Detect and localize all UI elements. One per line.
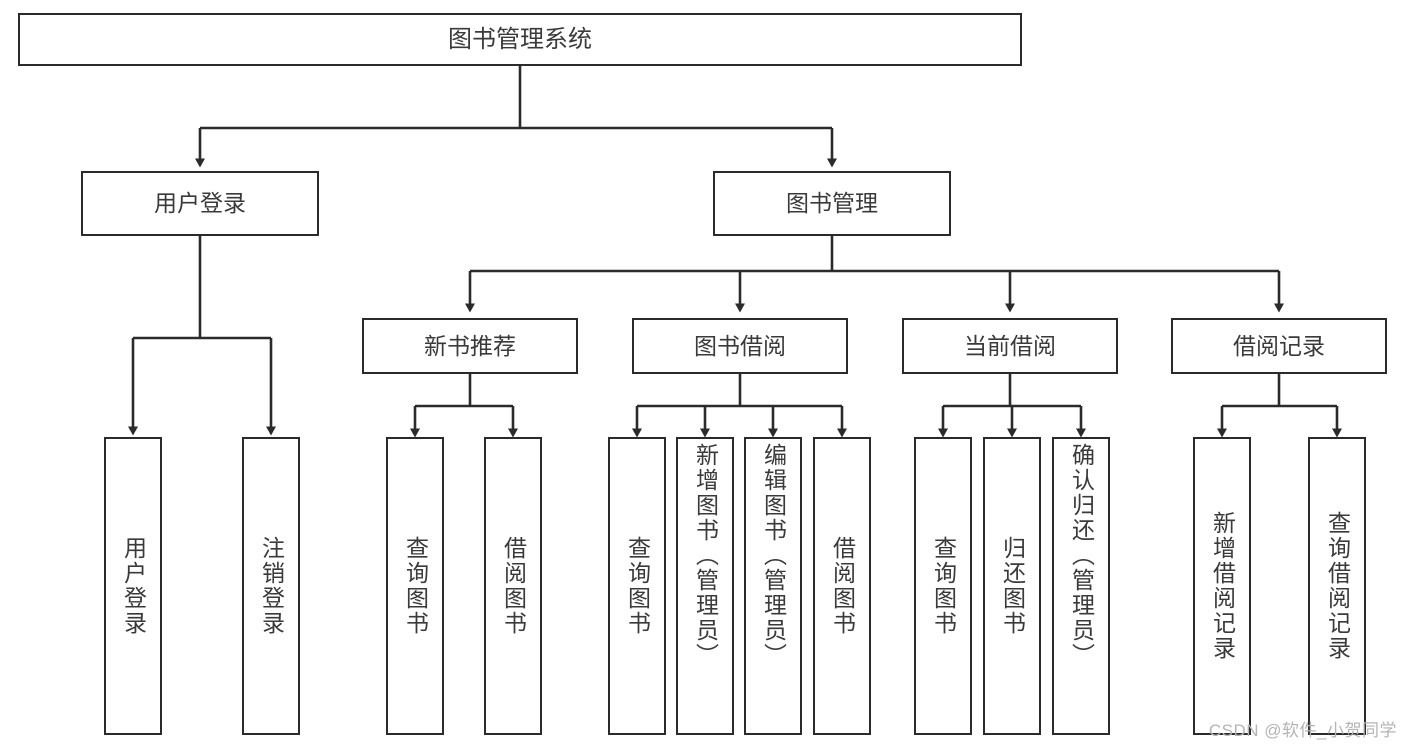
- node-label: 归还图书: [999, 536, 1026, 636]
- node-label: 新增借阅记录: [1209, 511, 1236, 661]
- node-label: 查询借阅记录: [1324, 511, 1351, 661]
- node-user-login[interactable]: 用户登录: [81, 171, 319, 236]
- csdn-watermark: CSDN @软件_小贺同学: [1208, 721, 1397, 740]
- leaf-borrow-book[interactable]: 借阅图书: [813, 437, 871, 735]
- leaf-confirm-return-admin[interactable]: 确认归还（管理员）: [1052, 437, 1110, 735]
- node-label: 注销登录: [258, 536, 285, 636]
- node-label: 图书借阅: [694, 332, 786, 359]
- node-label: 编辑图书（管理员）: [760, 443, 787, 668]
- node-label: 查询图书: [402, 536, 429, 636]
- node-new-book-recommend[interactable]: 新书推荐: [362, 318, 578, 374]
- node-label: 用户登录: [154, 190, 246, 217]
- node-label: 查询图书: [930, 536, 957, 636]
- leaf-user-login[interactable]: 用户登录: [104, 437, 162, 735]
- node-label: 图书管理: [786, 190, 878, 217]
- leaf-query-book-recommend[interactable]: 查询图书: [386, 437, 444, 735]
- leaf-borrow-book-recommend[interactable]: 借阅图书: [484, 437, 542, 735]
- node-label: 用户登录: [120, 536, 147, 636]
- node-label: 借阅记录: [1233, 332, 1325, 359]
- node-current-borrow[interactable]: 当前借阅: [902, 318, 1118, 374]
- node-book-borrow[interactable]: 图书借阅: [632, 318, 848, 374]
- leaf-user-logout[interactable]: 注销登录: [242, 437, 300, 735]
- leaf-query-book-current[interactable]: 查询图书: [914, 437, 972, 735]
- node-label: 查询图书: [624, 536, 651, 636]
- leaf-add-book-admin[interactable]: 新增图书（管理员）: [676, 437, 734, 735]
- node-root-system[interactable]: 图书管理系统: [18, 13, 1022, 66]
- node-label: 当前借阅: [964, 332, 1056, 359]
- node-label: 新增图书（管理员）: [692, 443, 719, 668]
- node-label: 借阅图书: [829, 536, 856, 636]
- node-label: 确认归还（管理员）: [1068, 443, 1095, 668]
- node-book-management[interactable]: 图书管理: [713, 171, 951, 236]
- leaf-return-book[interactable]: 归还图书: [983, 437, 1041, 735]
- leaf-query-book-borrow[interactable]: 查询图书: [608, 437, 666, 735]
- leaf-edit-book-admin[interactable]: 编辑图书（管理员）: [744, 437, 802, 735]
- leaf-add-borrow-record[interactable]: 新增借阅记录: [1193, 437, 1251, 735]
- node-label: 新书推荐: [424, 332, 516, 359]
- node-label: 图书管理系统: [448, 25, 592, 53]
- leaf-query-borrow-record[interactable]: 查询借阅记录: [1308, 437, 1366, 735]
- node-label: 借阅图书: [500, 536, 527, 636]
- node-borrow-record[interactable]: 借阅记录: [1171, 318, 1387, 374]
